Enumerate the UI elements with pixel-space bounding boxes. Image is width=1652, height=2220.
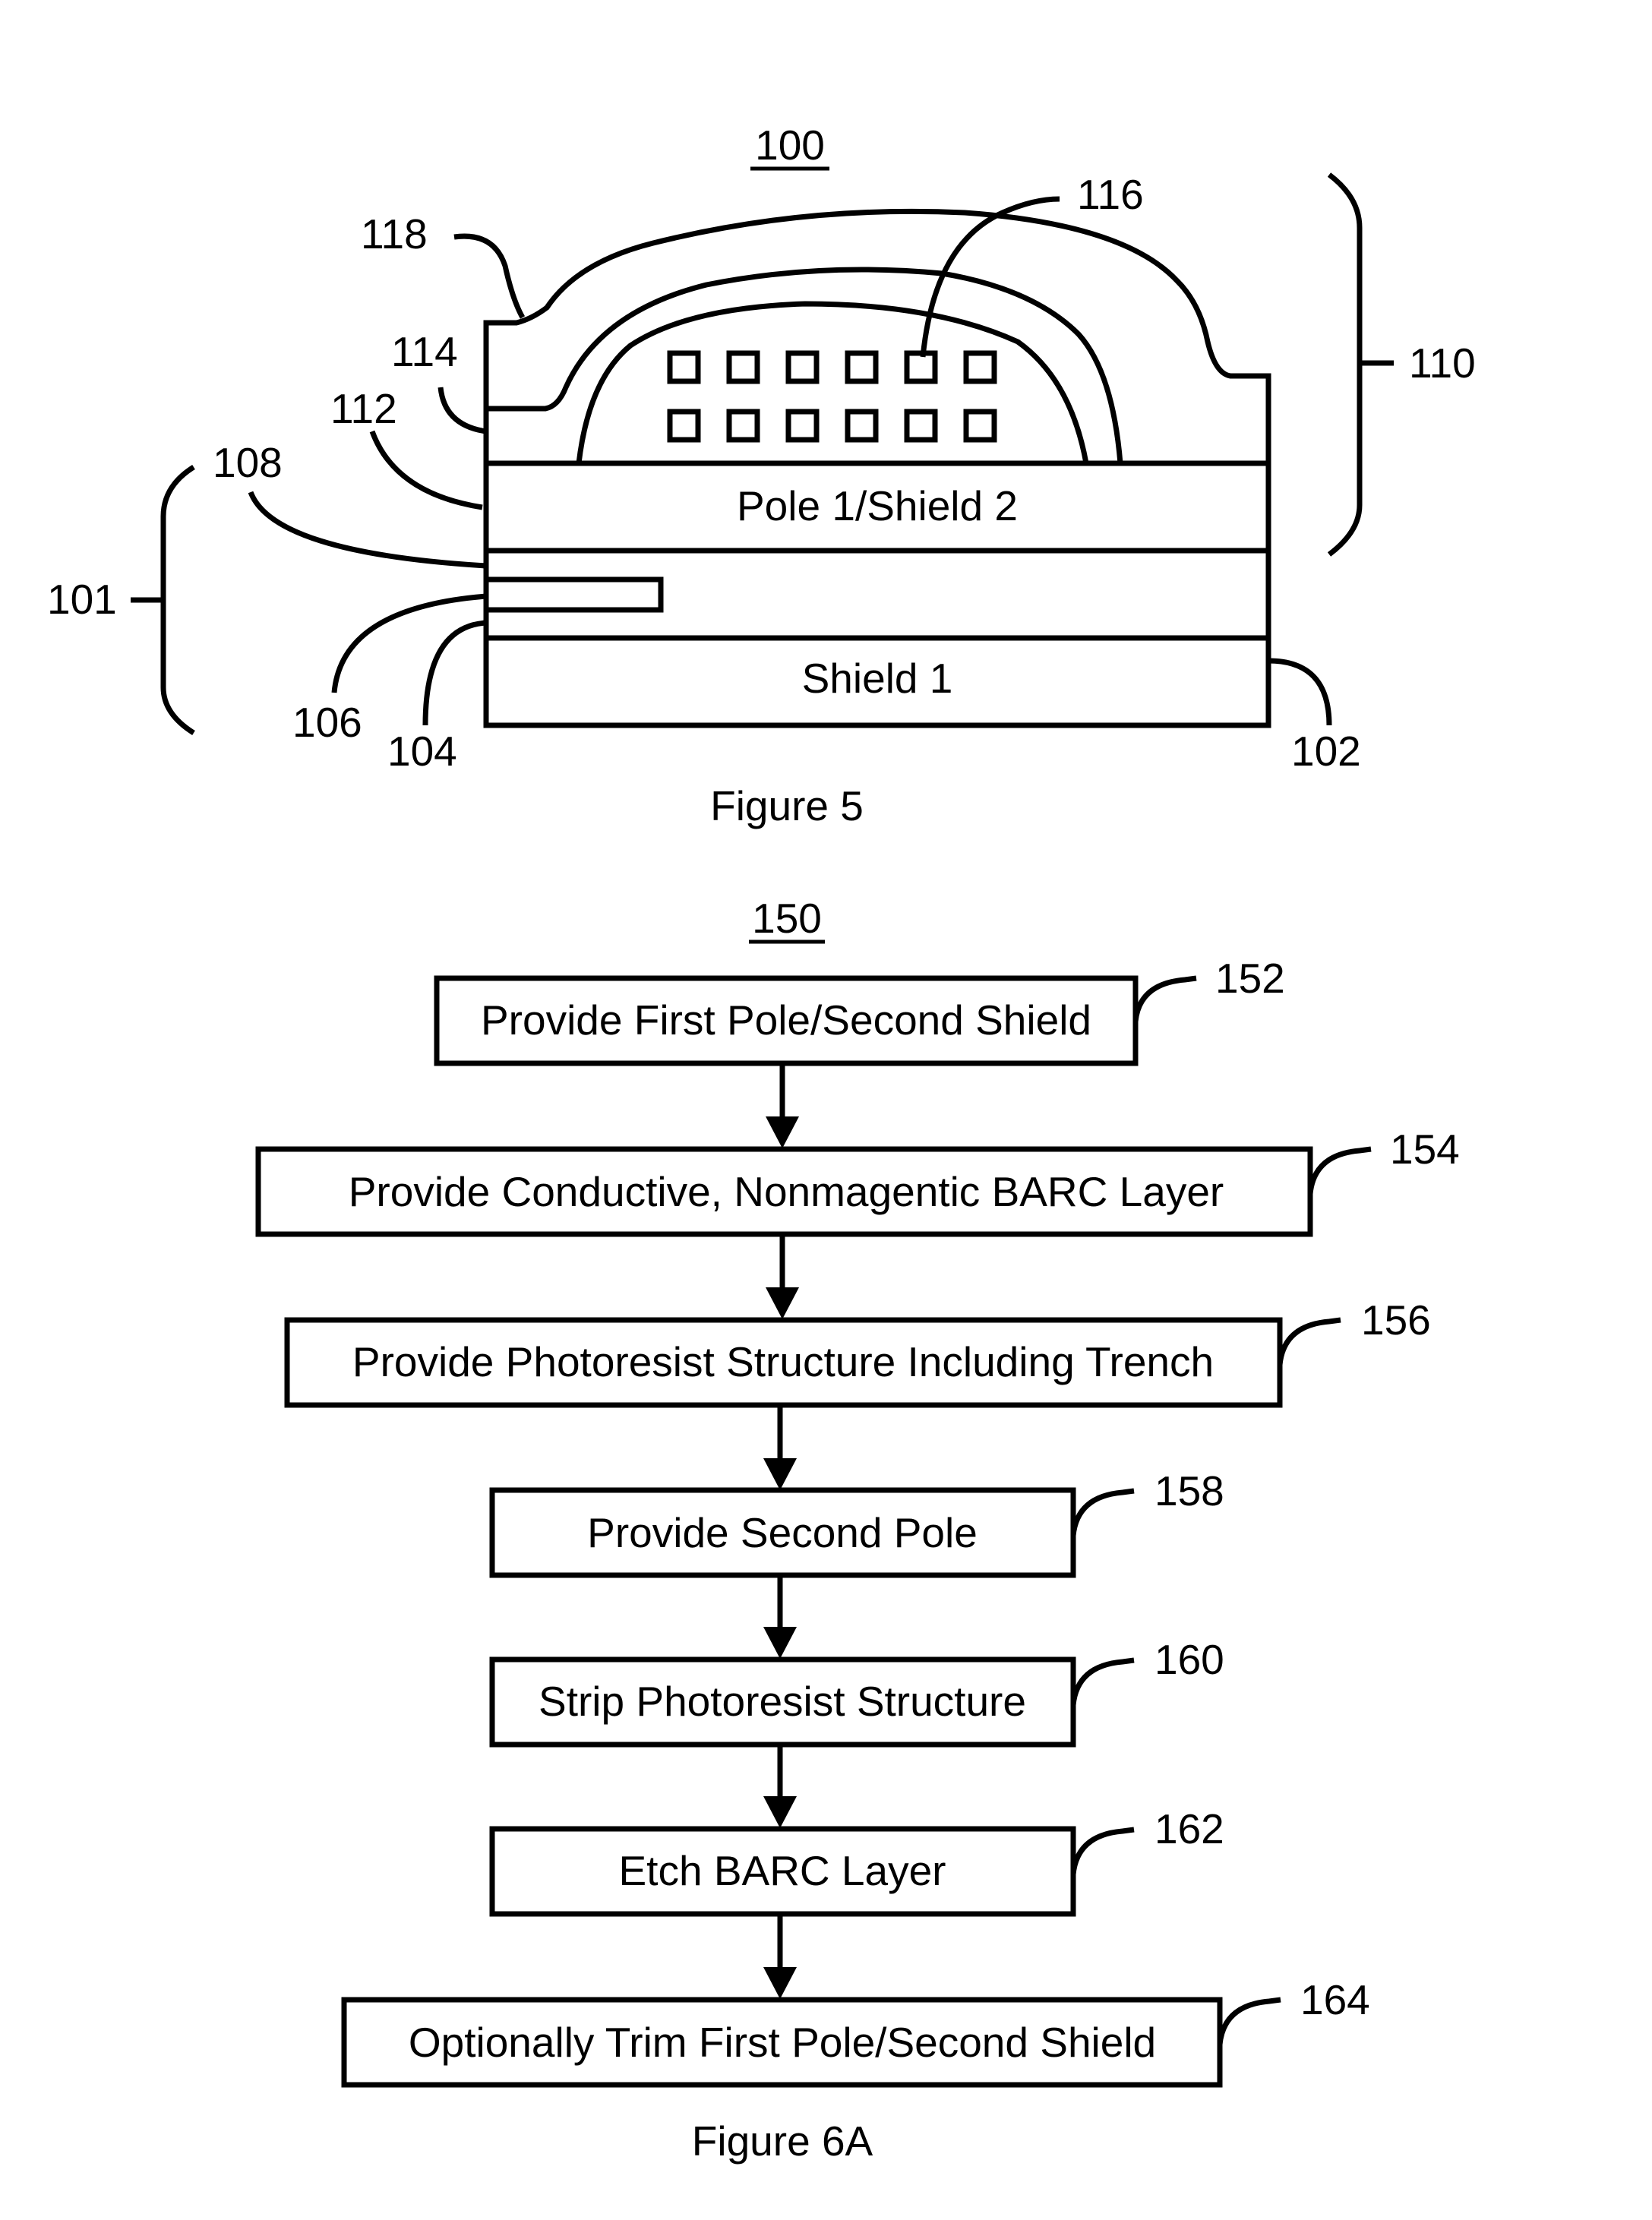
arrowhead-158-160 <box>763 1627 797 1659</box>
figure-5-caption: Figure 5 <box>710 782 864 829</box>
step-162-leader <box>1073 1830 1134 1874</box>
step-152-text: Provide First Pole/Second Shield <box>481 996 1091 1044</box>
fig5-ref-number: 100 <box>755 122 825 169</box>
leader-106 <box>334 596 486 693</box>
bracket-101 <box>163 467 194 733</box>
coil-turn <box>848 353 876 381</box>
label-102: 102 <box>1291 728 1361 775</box>
step-156-leader <box>1280 1320 1341 1365</box>
figure-6a-caption: Figure 6A <box>692 2117 873 2165</box>
arrowhead-152-154 <box>766 1116 799 1148</box>
label-110: 110 <box>1409 339 1476 387</box>
leader-108 <box>251 492 486 566</box>
step-160-leader <box>1073 1660 1134 1705</box>
step-164-ref: 164 <box>1300 1976 1370 2023</box>
sensor-106 <box>486 579 661 610</box>
label-116: 116 <box>1077 171 1144 218</box>
layer-112-outline <box>579 304 1086 463</box>
step-162-ref: 162 <box>1155 1805 1224 1852</box>
coil-turn <box>907 412 935 440</box>
leader-102 <box>1268 661 1329 725</box>
step-154-ref: 154 <box>1390 1126 1460 1173</box>
arrowhead-162-164 <box>763 1967 797 1999</box>
leader-118 <box>454 236 523 317</box>
label-114: 114 <box>391 328 458 375</box>
step-158-text: Provide Second Pole <box>587 1509 978 1556</box>
label-112: 112 <box>330 385 397 432</box>
leader-114 <box>441 387 486 431</box>
coil-turn <box>966 353 994 381</box>
label-101: 101 <box>47 576 117 623</box>
arrowhead-160-162 <box>763 1796 797 1828</box>
step-156-ref: 156 <box>1361 1296 1431 1344</box>
shield1-label: Shield 1 <box>802 655 953 702</box>
step-158-leader <box>1073 1491 1134 1536</box>
bracket-110 <box>1329 175 1360 554</box>
coil-turn <box>670 353 698 381</box>
step-160-ref: 160 <box>1155 1636 1224 1683</box>
leader-104 <box>425 623 486 725</box>
step-154-text: Provide Conductive, Nonmagentic BARC Lay… <box>349 1168 1224 1215</box>
step-162-text: Etch BARC Layer <box>618 1847 946 1894</box>
arrowhead-154-156 <box>766 1287 799 1319</box>
coil-turn <box>729 353 757 381</box>
coil-turn <box>788 353 817 381</box>
coil-turn <box>848 412 876 440</box>
pole1-shield2-label: Pole 1/Shield 2 <box>737 482 1018 529</box>
step-156-text: Provide Photoresist Structure Including … <box>352 1338 1214 1385</box>
leader-112 <box>372 431 482 507</box>
step-164-text: Optionally Trim First Pole/Second Shield <box>409 2019 1156 2066</box>
step-158-ref: 158 <box>1155 1467 1224 1514</box>
step-160-text: Strip Photoresist Structure <box>539 1678 1026 1725</box>
step-164-leader <box>1220 2000 1281 2045</box>
step-152-leader <box>1136 978 1196 1022</box>
coil-turn <box>670 412 698 440</box>
label-108: 108 <box>213 439 283 486</box>
coil-turn <box>788 412 817 440</box>
figure-5: 100 Pole 1/Shield 2 <box>47 122 1476 829</box>
arrowhead-156-158 <box>763 1458 797 1490</box>
figure-6a: 150 Provide First Pole/Second Shield 152… <box>258 895 1460 2165</box>
coil-turn <box>729 412 757 440</box>
coil-turn <box>907 353 935 381</box>
step-154-leader <box>1310 1149 1371 1194</box>
coil-turns <box>670 353 994 440</box>
label-118: 118 <box>361 210 428 257</box>
step-152-ref: 152 <box>1215 955 1285 1002</box>
fig6a-ref-number: 150 <box>752 895 822 942</box>
label-106: 106 <box>292 699 362 746</box>
coil-turn <box>966 412 994 440</box>
label-104: 104 <box>387 728 457 775</box>
